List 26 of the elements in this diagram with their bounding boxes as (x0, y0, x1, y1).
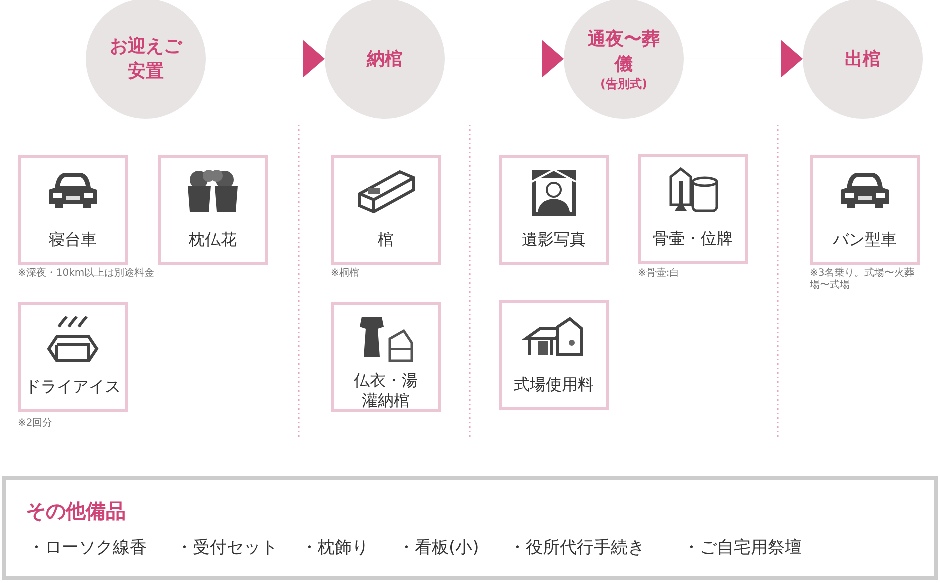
item-card: ドライアイス (18, 302, 128, 412)
footnote: ※骨壷:白 (638, 268, 681, 280)
item-card: 骨壷・位牌 (638, 154, 748, 264)
item-card: 寝台車 (18, 155, 128, 265)
list-item: ・看板(小) (398, 537, 480, 559)
footnote: ※深夜・10km以上は別途料金 (18, 268, 156, 280)
item-card: 枕仏花 (158, 155, 268, 265)
item-card: 棺 (331, 155, 441, 265)
panel-heading: その他備品 (26, 498, 126, 525)
step-circle: 出棺 (803, 0, 923, 119)
item-card: 式場使用料 (499, 300, 609, 410)
footnote: ※2回分 (18, 418, 54, 430)
list-item: ・受付セット (176, 537, 278, 559)
footnote: ※3名乗り。式場〜火葬場〜式場 (810, 268, 916, 292)
item-card: バン型車 (810, 155, 920, 265)
list-item: ・ローソク線香 (28, 537, 147, 559)
item-card: 遺影写真 (499, 155, 609, 265)
step-circle: 通夜〜葬儀 (告別式) (564, 0, 684, 119)
info-panel (2, 476, 938, 580)
step-circle: 納棺 (325, 0, 445, 119)
footnote: ※桐棺 (331, 268, 360, 280)
list-item: ・枕飾り (301, 537, 369, 559)
list-item: ・ご自宅用祭壇 (683, 537, 802, 559)
item-card: 仏衣・湯灌納棺 (331, 302, 441, 412)
list-item: ・役所代行手続き (509, 537, 645, 559)
step-circle: お迎えご安置 (86, 0, 206, 119)
